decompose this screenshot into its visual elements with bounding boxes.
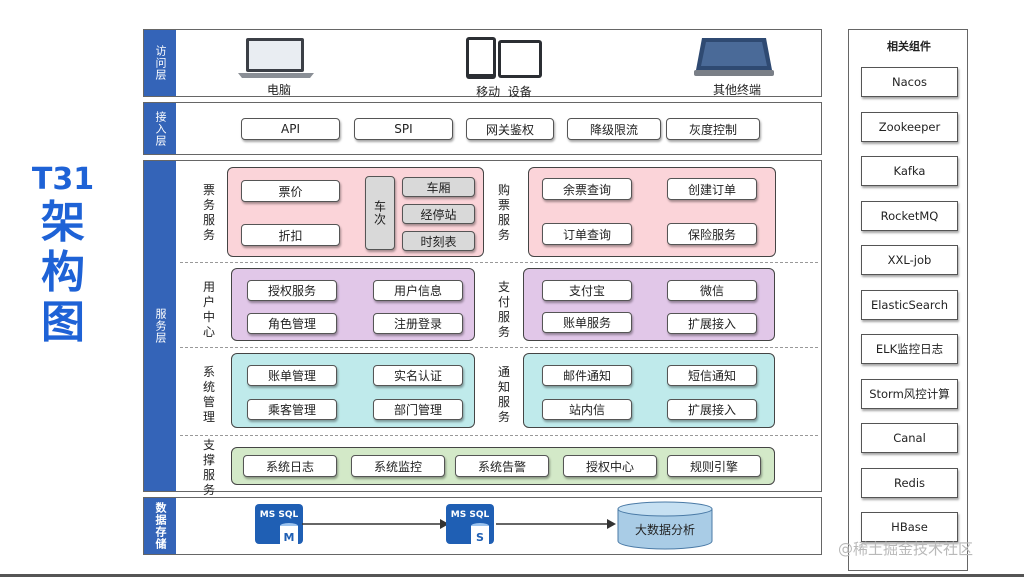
- device-label-pc: 电脑: [266, 83, 291, 97]
- access-layer-label: 访问层: [154, 45, 167, 81]
- arrow-2: [496, 519, 616, 529]
- access-layer-tab: 访问层: [144, 30, 176, 96]
- component-nacos: Nacos: [861, 67, 958, 97]
- ingress-rate-limit: 降级限流: [567, 118, 661, 140]
- bill-service: 账单服务: [542, 312, 632, 333]
- ticket-discount: 折扣: [241, 224, 340, 246]
- train-number: 车次: [365, 176, 395, 250]
- db1-brand: MS SQL: [260, 510, 299, 520]
- ingress-gateway-auth: 网关鉴权: [466, 118, 554, 140]
- component-elasticsearch: ElasticSearch: [861, 290, 958, 320]
- site-message: 站内信: [542, 399, 632, 420]
- system-management-label: 系统管理: [202, 365, 215, 424]
- real-name-auth: 实名认证: [373, 365, 463, 386]
- watermark: @稀土掘金技术社区: [838, 540, 974, 558]
- components-title: 相关组件: [887, 40, 931, 53]
- device-label-mobile: 移动 设备: [476, 85, 532, 99]
- train-carriage: 车厢: [402, 177, 475, 197]
- mobile-devices-icon: [466, 37, 542, 79]
- bigdata-cylinder-icon: [617, 501, 713, 550]
- title-code: T31: [31, 162, 95, 197]
- auth-center: 授权中心: [563, 455, 657, 477]
- ingress-spi: SPI: [354, 118, 453, 140]
- user-center-label: 用户中心: [202, 280, 215, 339]
- order-query: 订单查询: [542, 223, 632, 245]
- component-storm: Storm风控计算: [861, 379, 958, 409]
- ingress-layer-label: 接入层: [154, 110, 167, 147]
- component-redis: Redis: [861, 468, 958, 498]
- title-char-1: 架: [41, 197, 85, 248]
- wechat-pay: 微信: [667, 280, 757, 301]
- access-layer: 访问层 电脑 移动 设备 其他终端: [143, 29, 822, 99]
- component-rocketmq: RocketMQ: [861, 201, 958, 231]
- divider-1: [180, 262, 818, 263]
- email-notify: 邮件通知: [542, 365, 632, 386]
- remaining-ticket-query: 余票查询: [542, 178, 632, 200]
- purchase-service-label: 购票服务: [497, 183, 510, 242]
- ingress-layer: 接入层 API SPI 网关鉴权 降级限流 灰度控制: [143, 102, 822, 155]
- train-stops: 经停站: [402, 204, 475, 224]
- component-zookeeper: Zookeeper: [861, 112, 958, 142]
- payment-service-label: 支付服务: [497, 280, 510, 339]
- device-label-other: 其他终端: [712, 83, 761, 97]
- bottom-border: [0, 574, 1024, 577]
- register-login: 注册登录: [373, 313, 463, 334]
- ingress-api: API: [241, 118, 340, 140]
- ms-sql-database-icon: MS SQL M: [255, 504, 303, 544]
- storage-layer-label: 数据存储: [154, 502, 167, 550]
- storage-layer-tab: 数据存储: [144, 498, 176, 554]
- create-order: 创建订单: [667, 178, 757, 200]
- bigdata-analysis-label: 大数据分析: [634, 523, 695, 537]
- title-char-2: 构: [41, 247, 85, 298]
- component-elk: ELK监控日志: [861, 334, 958, 364]
- payment-extension: 扩展接入: [667, 313, 757, 334]
- component-hbase: HBase: [861, 512, 958, 542]
- system-alert: 系统告警: [455, 455, 549, 477]
- laptop-icon: [238, 38, 314, 78]
- divider-2: [180, 347, 818, 348]
- ingress-gray-control: 灰度控制: [666, 118, 760, 140]
- insurance-service: 保险服务: [667, 223, 757, 245]
- department-management: 部门管理: [373, 399, 463, 420]
- notify-extension: 扩展接入: [667, 399, 757, 420]
- system-monitor: 系统监控: [351, 455, 445, 477]
- passenger-management: 乘客管理: [247, 399, 337, 420]
- arrow-1: [302, 519, 449, 529]
- ticket-price: 票价: [241, 180, 340, 202]
- service-layer-label: 服务层: [154, 308, 167, 344]
- support-service-label: 支撑服务: [202, 438, 215, 497]
- sms-notify: 短信通知: [667, 365, 757, 386]
- role-management: 角色管理: [247, 313, 337, 334]
- ms-sql-database-icon-2: MS SQL S: [446, 504, 494, 544]
- auth-service: 授权服务: [247, 280, 337, 301]
- alipay: 支付宝: [542, 280, 632, 301]
- system-log: 系统日志: [243, 455, 337, 477]
- user-info: 用户信息: [373, 280, 463, 301]
- divider-3: [180, 435, 818, 436]
- bill-management: 账单管理: [247, 365, 337, 386]
- db2-letter: S: [476, 531, 484, 544]
- db1-letter: M: [284, 531, 295, 544]
- rule-engine: 规则引擎: [667, 455, 761, 477]
- diagram-title: T31 架 构 图: [28, 162, 98, 348]
- db2-brand: MS SQL: [451, 510, 490, 520]
- service-layer-tab: 服务层: [144, 161, 176, 491]
- notify-service-label: 通知服务: [497, 365, 510, 424]
- train-timetable: 时刻表: [402, 231, 475, 251]
- title-char-3: 图: [41, 297, 85, 348]
- component-canal: Canal: [861, 423, 958, 453]
- component-xxl-job: XXL-job: [861, 245, 958, 275]
- component-kafka: Kafka: [861, 156, 958, 186]
- terminal-device-icon: [694, 38, 774, 76]
- ingress-layer-tab: 接入层: [144, 103, 176, 154]
- ticket-service-label: 票务服务: [202, 183, 215, 242]
- components-panel: 相关组件 Nacos Zookeeper Kafka RocketMQ XXL-…: [848, 29, 968, 571]
